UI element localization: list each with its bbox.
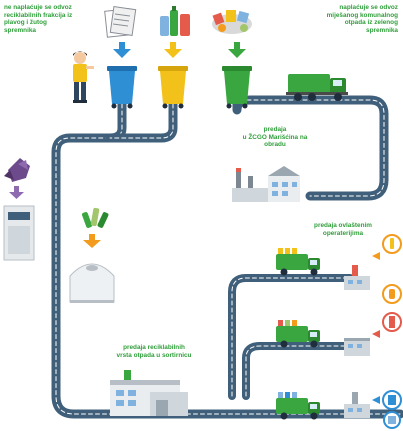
label-charged-collection: naplaćuje se odvoz miješanog komunalnog …: [326, 4, 398, 34]
road-yellow-centerline: [109, 103, 174, 139]
recycled-product-icon: [382, 390, 402, 410]
arrow-to-product: [372, 330, 380, 338]
operator-truck-icon: [276, 320, 320, 348]
bottles-waste-icon: [160, 6, 190, 36]
glass-bottles-icon: [82, 207, 109, 228]
road-branch-2-centerline: [245, 345, 351, 397]
arrow-to-product: [372, 396, 380, 404]
person-icon: [73, 51, 94, 103]
arrow-to-glass-container: [83, 234, 101, 248]
operator-truck-icon: [276, 392, 320, 420]
arrow-to-blue-bin: [113, 42, 131, 58]
textile-waste-icon: [4, 158, 30, 182]
label-handover-operators: predaja ovlaštenim operaterijima: [314, 222, 372, 237]
arrow-to-green-bin: [228, 42, 246, 58]
operator-truck-icon: [276, 248, 320, 276]
road-network: [51, 95, 403, 419]
recycling-plant-icon: [344, 338, 370, 356]
arrow-to-product: [372, 252, 380, 260]
road-branch-1-centerline: [231, 277, 351, 397]
recycled-product-icon: [382, 234, 402, 254]
glass-container-icon: [69, 263, 115, 303]
recycled-product-icon: [383, 411, 401, 429]
yellow-bin-icon: [158, 66, 188, 109]
clothing-container-icon: [3, 205, 35, 261]
green-bin-icon: [222, 66, 252, 109]
label-free-collection: ne naplaćuje se odvoz reciklabilnih frak…: [4, 4, 73, 34]
paper-waste-icon: [104, 6, 137, 38]
label-handover-zcgo: predaja u ŽCGO Marišćina na obradu: [242, 126, 308, 149]
arrow-to-yellow-bin: [164, 42, 182, 58]
label-handover-sorting: predaja reciklabilnih vrsta otpada u sor…: [116, 344, 192, 359]
recycling-plant-icon: [344, 392, 370, 418]
road-branch-2: [242, 342, 354, 400]
sorting-facility-icon: [110, 370, 188, 416]
treatment-plant-icon: [232, 166, 300, 202]
recycled-product-icon: [382, 284, 402, 304]
recycled-product-icon: [382, 312, 402, 332]
mixed-waste-icon: [212, 10, 252, 34]
garbage-truck-icon: [286, 74, 348, 101]
blue-bin-icon: [107, 66, 137, 109]
road-green-centerline: [239, 99, 385, 197]
recycling-plant-icon: [344, 262, 370, 290]
arrow-to-clothing-container: [9, 186, 24, 199]
